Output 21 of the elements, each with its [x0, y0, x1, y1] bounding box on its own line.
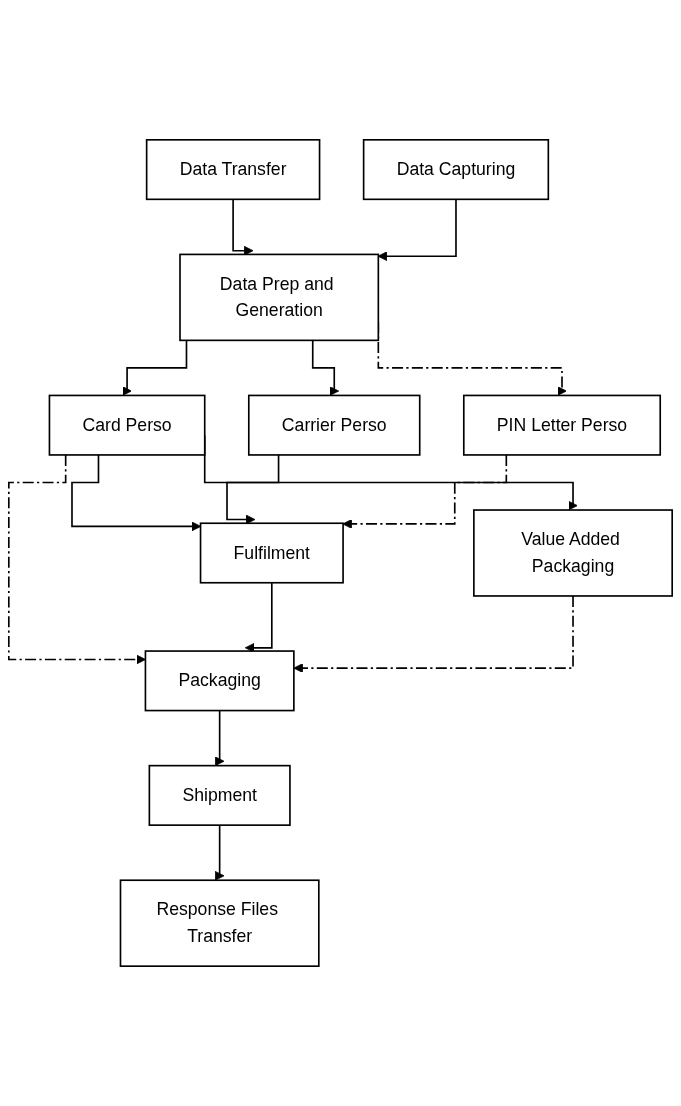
node-box: Carrier Perso — [247, 394, 421, 456]
node-box: Value Added Packaging — [473, 509, 673, 597]
arrow — [214, 824, 225, 881]
node-box: Shipment — [148, 764, 291, 826]
arrow — [311, 339, 340, 396]
node-box: Data Transfer — [145, 139, 321, 201]
arrow — [377, 198, 457, 262]
arrow — [244, 581, 273, 653]
arrow — [232, 198, 254, 256]
node-box: Data Capturing — [362, 139, 550, 201]
node-box: Response Files Transfer — [119, 879, 320, 967]
arrow — [226, 454, 280, 525]
node-box: PIN Letter Perso — [462, 394, 662, 456]
arrow — [342, 454, 508, 529]
arrow — [293, 595, 574, 673]
node-box: Packaging — [144, 650, 295, 712]
arrow — [214, 709, 225, 767]
node-box: Data Prep and Generation — [179, 253, 380, 342]
node-box: Fulfilment — [199, 522, 344, 584]
node-box: Card Perso — [48, 394, 206, 456]
arrow — [122, 339, 188, 396]
